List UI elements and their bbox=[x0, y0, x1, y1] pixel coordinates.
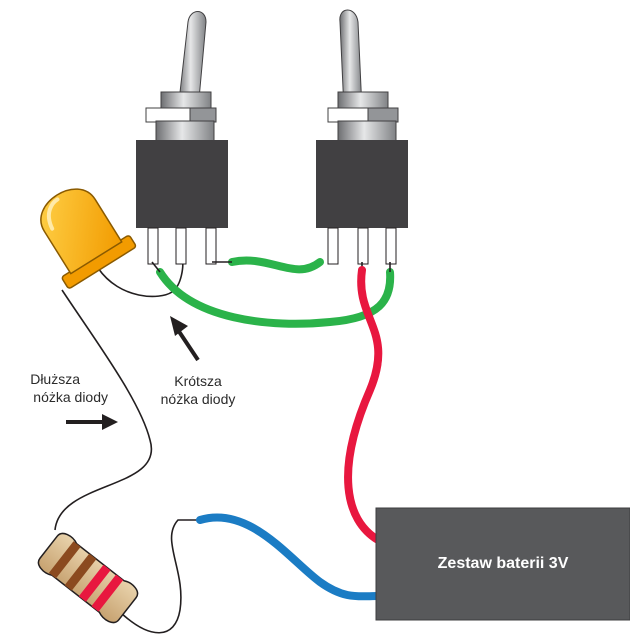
bushing-right bbox=[337, 91, 389, 111]
battery-label: Zestaw baterii 3V bbox=[437, 555, 569, 572]
battery-pack bbox=[375, 507, 630, 621]
switch-body-right bbox=[316, 140, 408, 228]
arrow-icon-longer-leg bbox=[66, 414, 118, 430]
label-shorter-leg-line1: Krótsza bbox=[174, 373, 222, 389]
arrow-icon-shorter-leg bbox=[170, 316, 200, 362]
label-shorter-leg-line2: nóżka diody bbox=[160, 391, 236, 407]
bushing-left bbox=[160, 91, 212, 111]
toggle-switch-left[interactable] bbox=[136, 11, 228, 265]
led-icon bbox=[40, 188, 137, 289]
toggle-switch-right[interactable] bbox=[316, 9, 408, 265]
label-longer-leg-line2: nóżka diody bbox=[33, 389, 108, 405]
wire-red bbox=[344, 266, 383, 544]
switch-body-left bbox=[136, 140, 228, 228]
lever-left bbox=[177, 11, 207, 111]
resistor-icon bbox=[37, 532, 139, 624]
label-shorter-leg: Krótsza nóżka diody bbox=[138, 372, 258, 408]
wire-green bbox=[156, 256, 395, 328]
label-longer-leg-line1: Dłuższa bbox=[30, 371, 80, 387]
lever-right bbox=[339, 9, 363, 111]
wire-blue bbox=[196, 513, 382, 601]
label-longer-leg: Dłuższa nóżka diody bbox=[8, 370, 136, 406]
